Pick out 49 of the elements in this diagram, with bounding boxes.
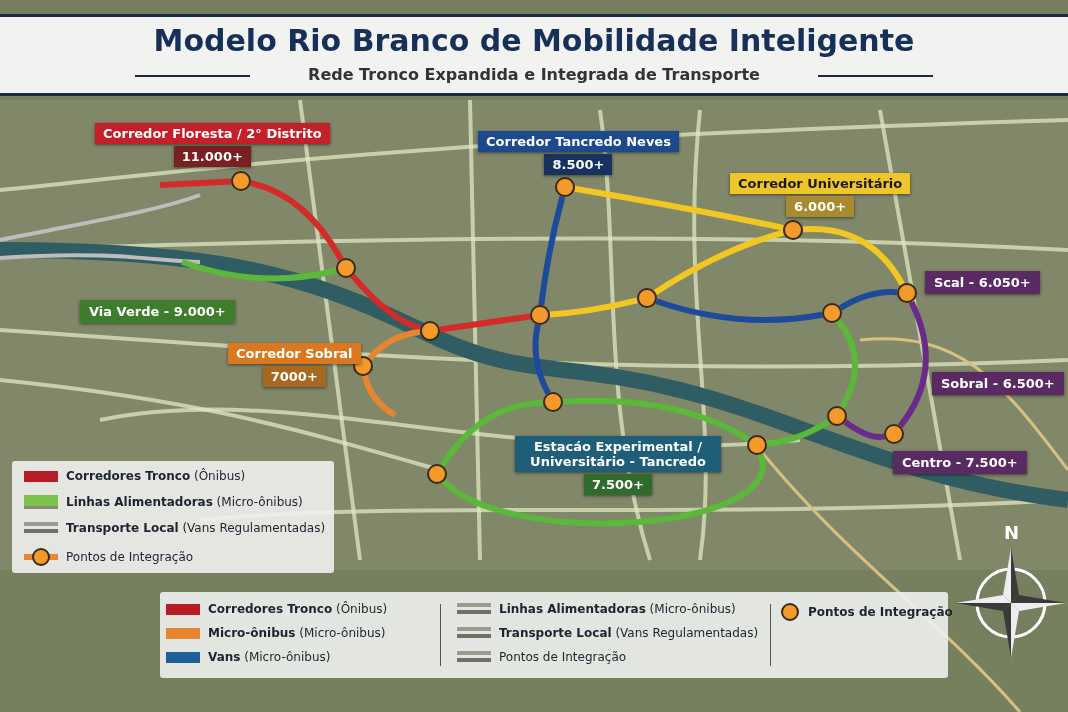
route-line: [181, 259, 337, 282]
legend-text: Linhas Alimentadoras (Micro-ônibus): [66, 495, 303, 509]
ridership-badge: 7.500+: [584, 474, 652, 495]
route-label: Corredor Sobral: [228, 343, 361, 364]
legend-text: Linhas Alimentadoras (Micro-ônibus): [499, 602, 736, 616]
route-line: [655, 298, 823, 324]
ridership-badge: 11.000+: [173, 146, 251, 167]
legend-text: Pontos de Integração: [499, 650, 627, 664]
legend-text: Corredores Tronco (Ônibus): [208, 602, 388, 616]
route-line: [532, 324, 551, 395]
legend-text: Transporte Local (Vans Regulamentadas): [66, 521, 326, 535]
map-title: Modelo Rio Branco de Mobilidade Inteligente: [152, 23, 916, 58]
ridership-badge: 6.000+: [786, 196, 855, 217]
route-line: [442, 454, 765, 527]
route-label: Corredor Floresta / 2° Distrito: [95, 123, 330, 144]
route-line: [574, 185, 784, 231]
legend-text: Transporte Local (Vans Regulamentadas): [499, 626, 759, 640]
route-label: Scal - 6.050+: [925, 271, 1040, 294]
route-label: Estacáo Experimental / Universitário - Tancredo: [515, 436, 721, 472]
route-line: [362, 375, 397, 418]
route-line: [538, 195, 566, 306]
route-line: [350, 273, 422, 332]
ridership-badge: 7000+: [262, 366, 326, 387]
legend-text: Micro-ônibus (Micro-ônibus): [208, 626, 386, 640]
ridership-badge: 8.500+: [544, 154, 613, 175]
compass-north-label: N: [1004, 522, 1020, 543]
route-line: [562, 397, 751, 443]
route-line: [843, 419, 885, 440]
route-line: [766, 418, 831, 447]
route-line: [839, 289, 898, 311]
route-line: [250, 180, 344, 261]
route-line: [159, 178, 232, 188]
map-subtitle: Rede Tronco Expandida e Integrada de Transporte: [307, 65, 761, 84]
route-label: Sobral - 6.500+: [932, 372, 1064, 395]
route-line: [802, 226, 905, 286]
legend-text: Corredores Tronco (Ônibus): [66, 469, 246, 483]
route-label: Corredor Tancredo Neves: [478, 131, 679, 152]
route-label: Centro - 7.500+: [893, 451, 1027, 474]
route-label: Corredor Universitário: [730, 173, 911, 194]
route-line: [549, 297, 638, 318]
route-line: [835, 319, 859, 409]
route-line: [439, 399, 544, 468]
route-line: [653, 229, 785, 296]
legend-text: Vans (Micro-ônibus): [208, 650, 331, 664]
route-line: [367, 329, 421, 361]
route-line: [897, 300, 929, 428]
route-line: [439, 313, 531, 333]
route-label: Via Verde - 9.000+: [80, 300, 235, 323]
legend-text: Pontos de Integração: [66, 550, 194, 564]
